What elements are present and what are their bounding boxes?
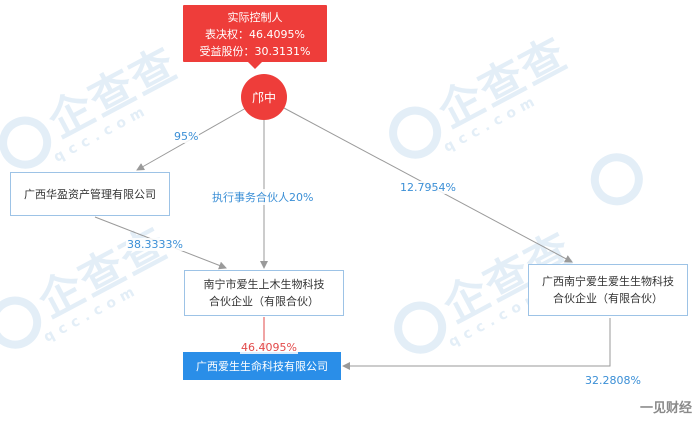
brand-watermark: 一见财经 bbox=[639, 401, 692, 416]
controller-beneficial-shares: 受益股份：30.3131% bbox=[199, 45, 311, 58]
edge-label-person-huaying: 95% bbox=[173, 130, 200, 143]
entity-name: 广西华盈资产管理有限公司 bbox=[24, 187, 156, 201]
edge-nanning-target bbox=[342, 318, 611, 370]
edge-label-shangmu-target: 46.4095% bbox=[240, 341, 298, 354]
actual-controller-box: 实际控制人 表决权：46.4095% 受益股份：30.3131% bbox=[183, 5, 327, 62]
edge-label-person-nanning: 12.7954% bbox=[399, 181, 457, 194]
entity-node-shangmu[interactable]: 南宁市爱生上木生物科技合伙企业（有限合伙） bbox=[184, 270, 344, 316]
entity-node-huaying[interactable]: 广西华盈资产管理有限公司 bbox=[10, 172, 170, 216]
person-name: 邝中 bbox=[251, 90, 276, 105]
edge-label-nanning-target: 32.2808% bbox=[584, 374, 642, 387]
person-node[interactable]: 邝中 bbox=[241, 74, 287, 120]
target-company-node[interactable]: 广西爱生生命科技有限公司 bbox=[183, 352, 341, 380]
entity-name: 广西南宁爱生爱生生物科技合伙企业（有限合伙） bbox=[542, 275, 674, 305]
edge-label-person-shangmu: 执行事务合伙人20% bbox=[211, 189, 315, 205]
entity-name: 南宁市爱生上木生物科技合伙企业（有限合伙） bbox=[203, 278, 325, 308]
controller-title: 实际控制人 bbox=[227, 11, 283, 24]
edge-label-huaying-shangmu: 38.3333% bbox=[126, 238, 184, 251]
entity-node-nanning-aisheng[interactable]: 广西南宁爱生爱生生物科技合伙企业（有限合伙） bbox=[528, 264, 688, 316]
controller-pointer-icon bbox=[248, 62, 262, 69]
controller-voting-rights: 表决权：46.4095% bbox=[205, 28, 305, 41]
target-company-name: 广西爱生生命科技有限公司 bbox=[196, 360, 328, 373]
